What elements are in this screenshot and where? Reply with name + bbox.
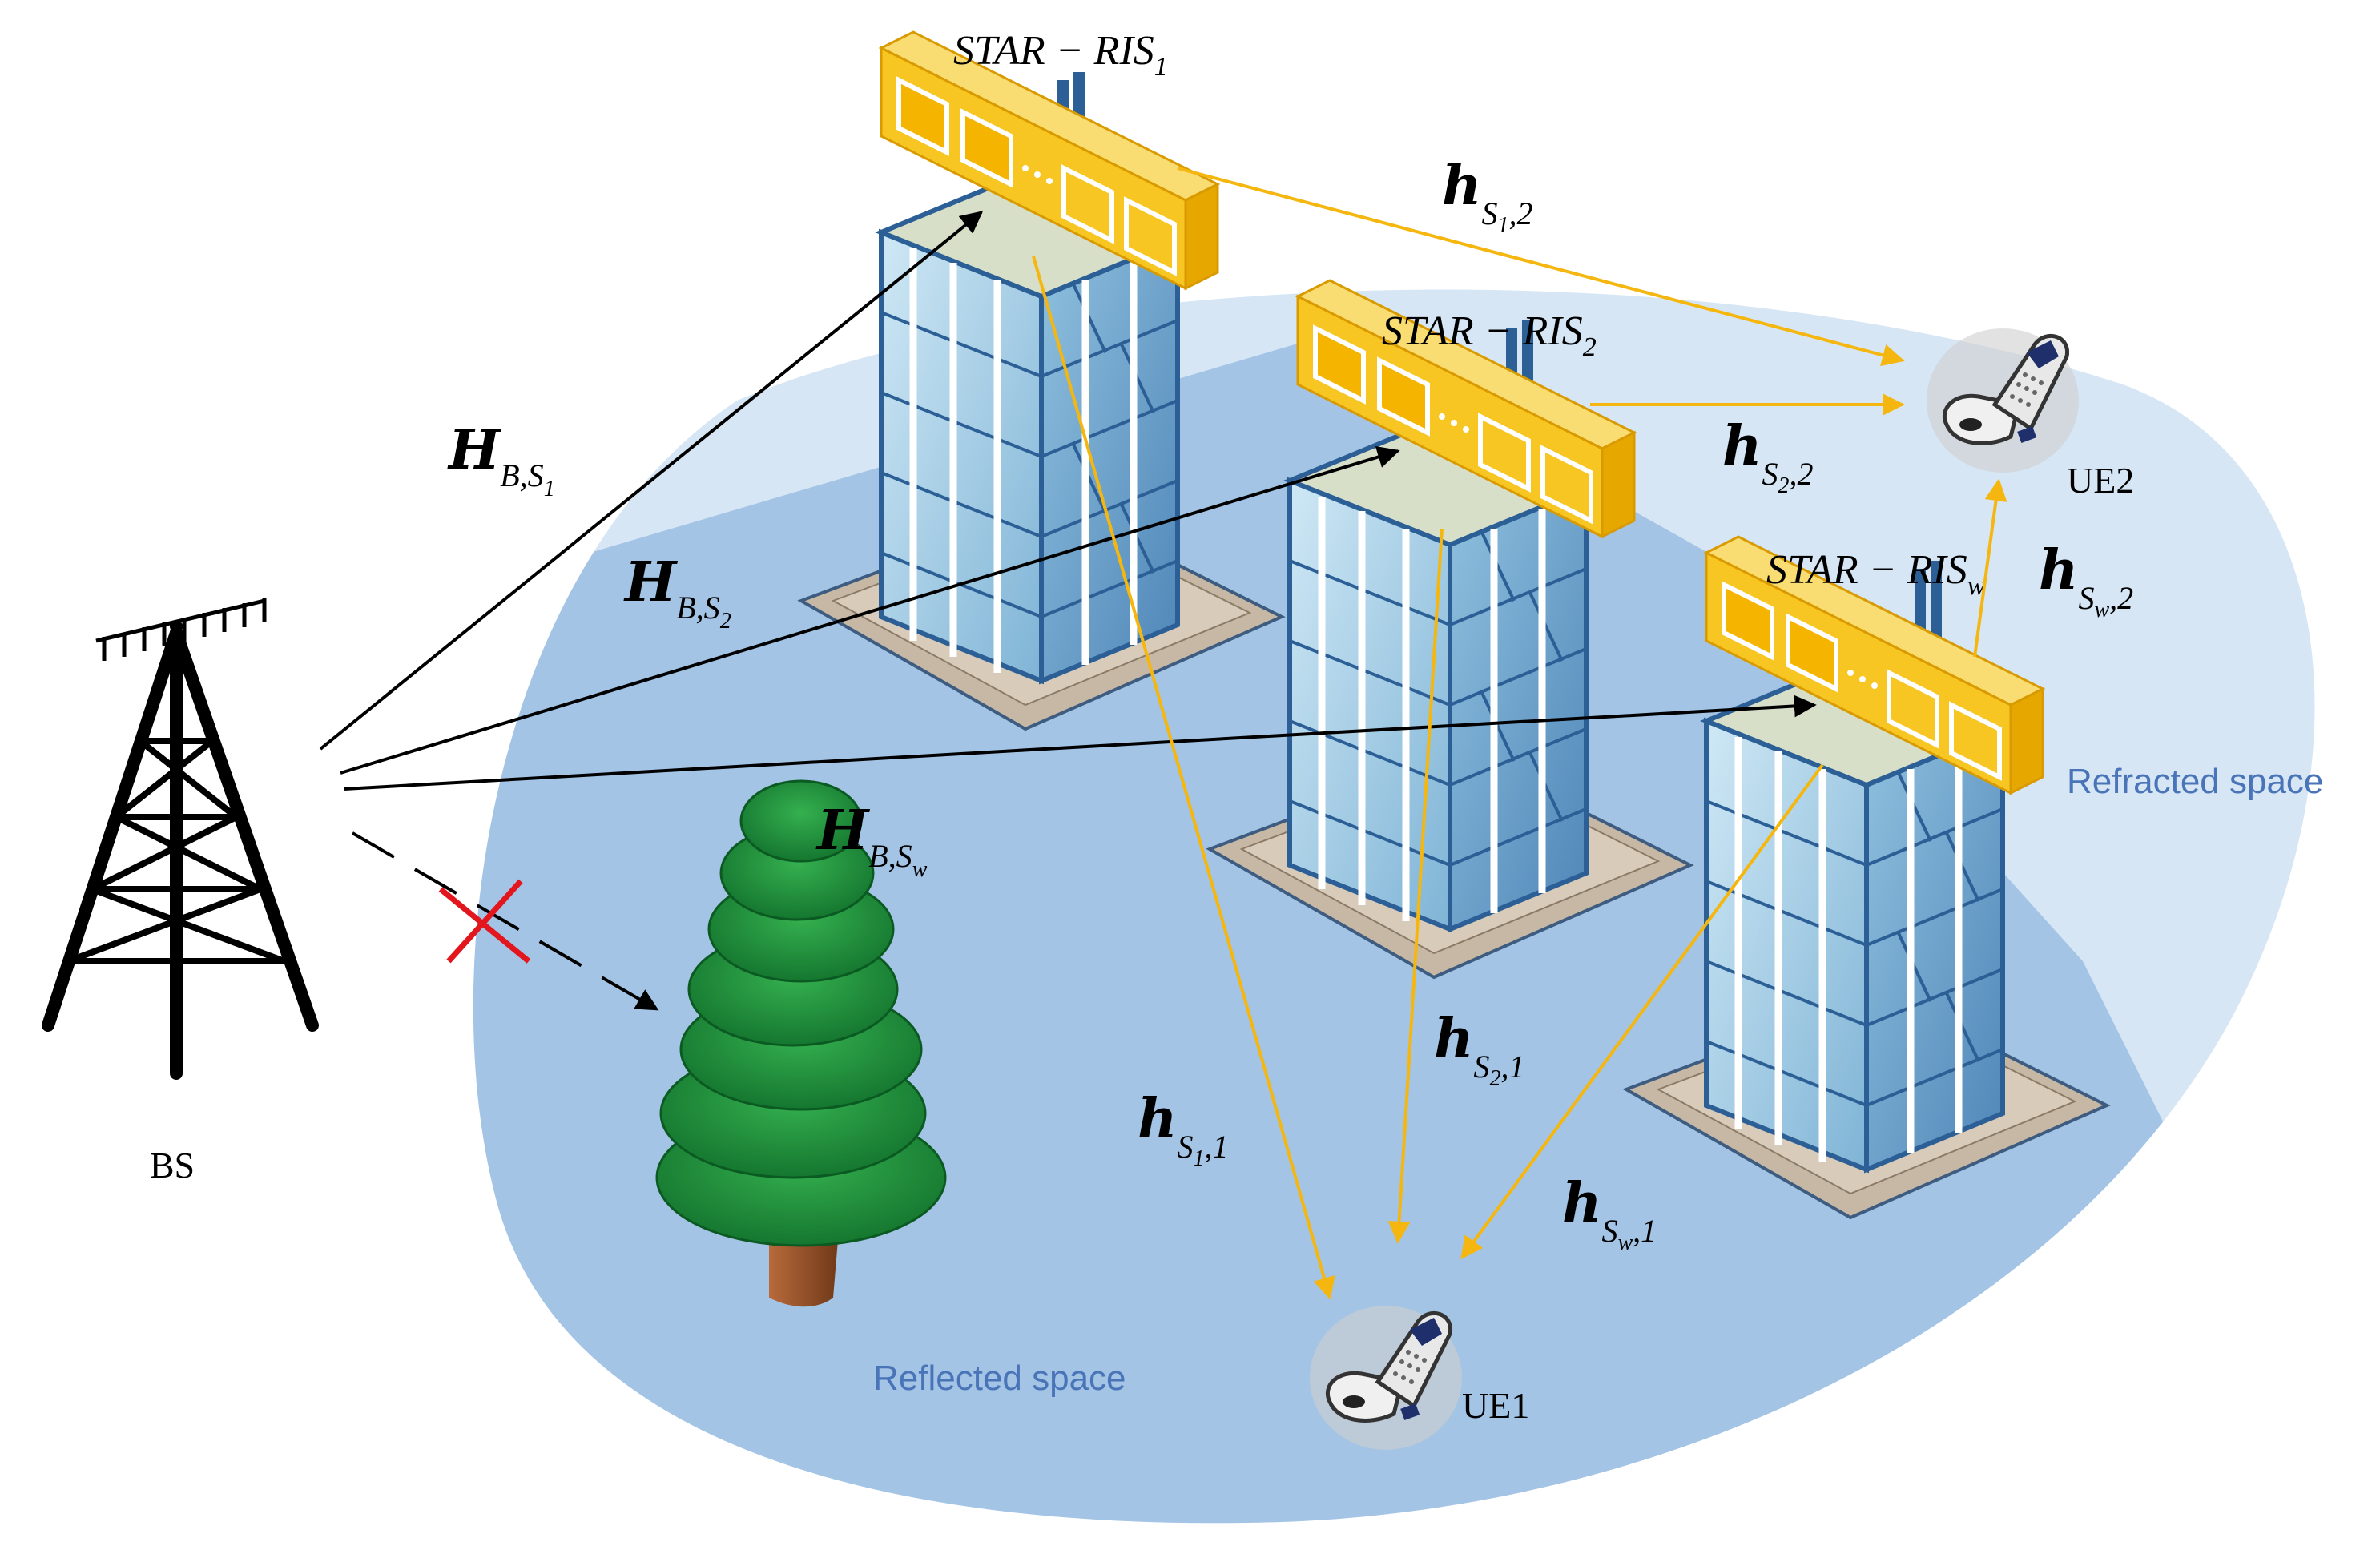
label-h-s2-1: hS2,1	[1434, 1007, 1524, 1091]
link-bs-ris2	[340, 445, 1400, 775]
star-ris-1-label: STAR − RIS1	[953, 28, 1168, 82]
ue1-label: UE1	[1462, 1385, 1529, 1426]
refracted-space-label: Refracted space	[2067, 762, 2323, 801]
ris-links	[1032, 167, 2007, 1300]
link-risw-ue2	[1973, 478, 2007, 658]
link-ris1-ue2	[1177, 167, 1905, 367]
ue1-phone-icon	[1310, 1306, 1462, 1450]
label-h-s1-2: hS1,2	[1442, 154, 1532, 238]
label-h-sw-1: hSw,1	[1562, 1171, 1657, 1255]
link-bs-risw	[344, 695, 1817, 791]
ue2-label: UE2	[2067, 460, 2134, 501]
label-h-s2-2: hS2,2	[1722, 414, 1813, 498]
reflected-space-label: Reflected space	[873, 1359, 1126, 1398]
link-bs-tree-blocked	[351, 831, 659, 1011]
label-H-bs2: HB,S2	[623, 550, 731, 634]
label-h-s1-1: hS1,1	[1138, 1087, 1228, 1171]
label-h-sw-2: hSw,2	[2039, 538, 2133, 622]
ue2-phone-icon	[1927, 328, 2079, 473]
tree-obstacle-icon	[655, 779, 947, 1307]
star-ris-w-label: STAR − RISw	[1766, 547, 1986, 601]
link-risw-ue1	[1460, 763, 1824, 1260]
star-ris-2-label: STAR − RIS2	[1382, 308, 1597, 362]
base-station-icon	[42, 598, 319, 1080]
blocked-x-icon	[438, 879, 531, 964]
bs-links	[319, 211, 1817, 1011]
link-bs-ris1	[319, 211, 984, 751]
bs-label: BS	[150, 1145, 195, 1186]
label-H-bs1: HB,S1	[447, 418, 555, 501]
link-ris2-ue1	[1387, 528, 1444, 1244]
link-ris1-ue1	[1032, 256, 1335, 1300]
label-H-bsw: HB,Sw	[815, 799, 928, 882]
